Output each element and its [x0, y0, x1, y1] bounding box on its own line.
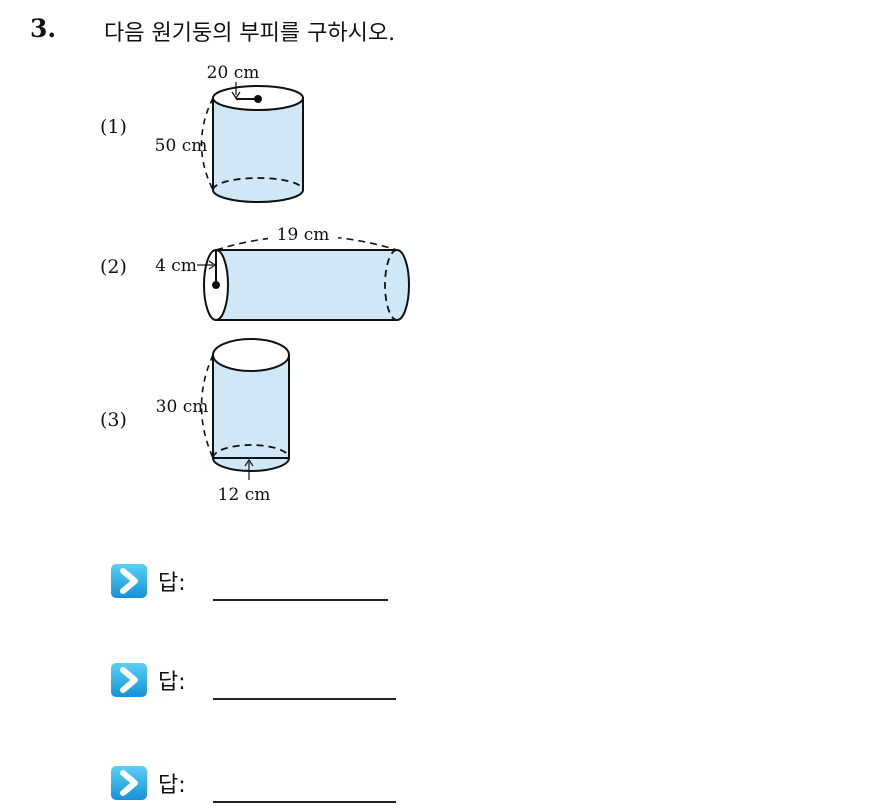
answer-blank-1[interactable]	[213, 599, 388, 601]
answer-blank-2[interactable]	[213, 698, 396, 700]
cylinder-2-figure: 19 cm 4 cm	[155, 225, 410, 321]
cylinder-2-length-label: 19 cm	[277, 225, 330, 245]
cylinder-2-radius-label: 4 cm	[155, 256, 197, 276]
cylinder-3-figure: 30 cm 12 cm	[156, 338, 290, 505]
question-number: 3.	[30, 14, 57, 43]
cylinder-3-height-label: 30 cm	[156, 397, 209, 417]
answer-blank-3[interactable]	[213, 801, 396, 803]
cylinder-1-height-label: 50 cm	[155, 136, 208, 156]
subquestion-3-label: (3)	[100, 409, 127, 431]
answer-label: 답:	[158, 571, 186, 596]
subquestion-2-label: (2)	[100, 256, 127, 278]
chevron-right-icon	[111, 663, 147, 697]
cylinder-3-diameter-label: 12 cm	[218, 485, 271, 505]
subquestion-1-label: (1)	[100, 116, 127, 138]
question-text: 다음 원기둥의 부피를 구하시오.	[104, 21, 396, 46]
chevron-right-icon	[111, 564, 147, 598]
cylinder-figures: 20 cm 50 cm 19 cm 4 cm 30 cm 12 cm	[155, 63, 410, 505]
answer-label: 답:	[158, 670, 186, 695]
chevron-right-icon	[111, 766, 147, 800]
answer-label: 답:	[158, 773, 186, 798]
cylinder-1-radius-label: 20 cm	[207, 63, 260, 83]
cylinder-1-figure: 20 cm 50 cm	[155, 63, 304, 203]
